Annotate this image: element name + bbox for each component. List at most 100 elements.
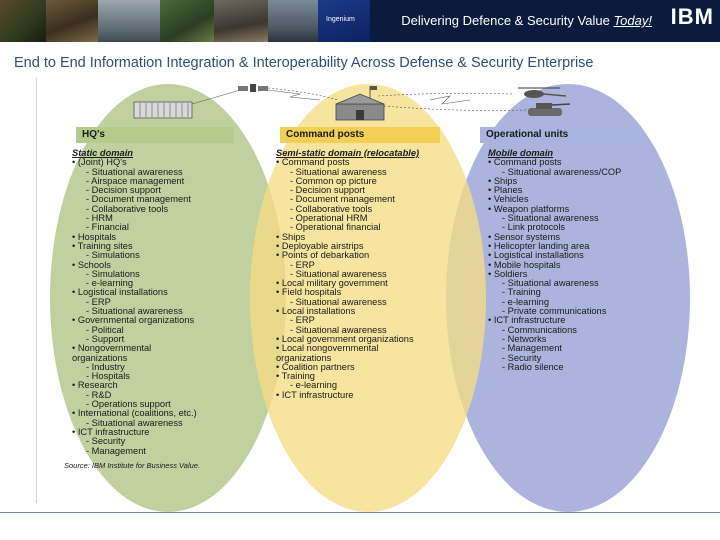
page-title: End to End Information Integration & Int… xyxy=(14,55,594,71)
operational-domain-title: Mobile domain xyxy=(488,148,554,158)
list-item: - Situational awareness xyxy=(86,306,183,317)
list-item: • Command posts xyxy=(488,157,562,168)
command-domain-title: Semi-static domain (relocatable) xyxy=(276,148,420,158)
list-item: - Simulations xyxy=(86,250,140,261)
list-item: - Management xyxy=(86,445,146,456)
list-item: • Planes xyxy=(488,185,523,196)
banner-tagline-emphasis: Today! xyxy=(613,13,652,28)
banner-photo-aircraft xyxy=(268,0,318,42)
command-posts-header: Command posts xyxy=(280,127,440,143)
operational-column: Mobile domain • Command posts- Situation… xyxy=(488,148,622,372)
list-item: • Research xyxy=(72,380,118,391)
list-item: • Sensor systems xyxy=(488,231,560,242)
list-item: • (Joint) HQ's xyxy=(72,157,127,168)
list-item: • Coalition partners xyxy=(276,361,355,372)
tank-icon xyxy=(528,103,571,116)
list-item: • Hospitals xyxy=(72,231,117,242)
list-item: • Field hospitals xyxy=(276,287,342,298)
banner-tagline-text: Delivering Defence & Security Value xyxy=(401,13,614,28)
list-item: • International (coalitions, etc.) xyxy=(72,408,197,419)
list-item: - Management xyxy=(502,343,562,354)
list-item: - Operational financial xyxy=(290,222,381,233)
list-item: - Common op picture xyxy=(290,175,377,186)
list-item: - Simulations xyxy=(86,268,140,279)
list-item: • Ships xyxy=(488,175,518,186)
list-item: • Points of debarkation xyxy=(276,250,370,261)
list-item: - Security xyxy=(502,352,542,363)
list-item: - Situational awareness/COP xyxy=(502,166,622,177)
list-item: - Security xyxy=(86,436,126,447)
list-item: - Situational awareness xyxy=(502,278,599,289)
list-item: - e-learning xyxy=(86,278,134,289)
list-item: - ERP xyxy=(290,259,315,270)
list-item: - Training xyxy=(502,287,541,298)
list-item: • Mobile hospitals xyxy=(488,259,561,270)
list-item: - Collaborative tools xyxy=(290,203,373,214)
banner-photo-soldiers xyxy=(46,0,98,42)
list-item: - Communications xyxy=(502,324,577,335)
list-item: • ICT infrastructure xyxy=(276,389,354,400)
banner-photo-soldier xyxy=(0,0,46,42)
list-item: • Helicopter landing area xyxy=(488,240,590,251)
list-item: • Command posts xyxy=(276,157,350,168)
list-item: • Local government organizations xyxy=(276,333,414,344)
list-item: - Private communications xyxy=(502,306,607,317)
list-item: • Ships xyxy=(276,231,306,242)
list-item: • Local installations xyxy=(276,306,356,317)
list-item: • Logistical installations xyxy=(488,250,584,261)
list-item: • Nongovernmental xyxy=(72,343,152,354)
list-item: • Soldiers xyxy=(488,268,528,279)
operational-ellipse xyxy=(446,84,690,512)
banner-photo-jet xyxy=(98,0,160,42)
list-item: - e-learning xyxy=(502,296,550,307)
list-item: organizations xyxy=(276,352,332,363)
hq-list: • (Joint) HQ's- Situational awareness- A… xyxy=(72,157,197,456)
list-item: • Local military government xyxy=(276,278,388,289)
list-item: - Airspace management xyxy=(86,175,185,186)
source-note: Source: IBM Institute for Business Value… xyxy=(64,461,201,470)
hq-column: Static domain • (Joint) HQ's- Situationa… xyxy=(72,148,197,456)
banner-tagline: Delivering Defence & Security Value Toda… xyxy=(401,13,652,28)
list-item: • Training sites xyxy=(72,240,133,251)
list-item: - Situational awareness xyxy=(86,417,183,428)
list-item: - Decision support xyxy=(86,185,161,196)
list-item: - R&D xyxy=(86,389,112,400)
list-item: • Governmental organizations xyxy=(72,315,195,326)
banner-photo-ship xyxy=(214,0,268,42)
hq-ellipse xyxy=(50,84,286,512)
list-item: - Situational awareness xyxy=(290,324,387,335)
list-item: - Hospitals xyxy=(86,371,130,382)
left-rule xyxy=(36,78,37,503)
list-item: - Operations support xyxy=(86,399,171,410)
operational-units-header: Operational units xyxy=(480,127,640,143)
header-banner: Ingenium Delivering Defence & Security V… xyxy=(0,0,720,42)
list-item: - Link protocols xyxy=(502,222,566,233)
list-item: - Support xyxy=(86,333,125,344)
list-item: - Situational awareness xyxy=(290,166,387,177)
list-item: - Industry xyxy=(86,361,125,372)
list-item: • Training xyxy=(276,371,315,382)
command-post-icon xyxy=(335,86,385,121)
list-item: - Situational awareness xyxy=(86,166,183,177)
list-item: • Logistical installations xyxy=(72,287,168,298)
list-item: - ERP xyxy=(86,296,111,307)
list-item: • Schools xyxy=(72,259,111,270)
hq-header: HQ's xyxy=(76,127,234,143)
list-item: - Collaborative tools xyxy=(86,203,169,214)
list-item: • ICT infrastructure xyxy=(72,426,150,437)
operational-list: • Command posts- Situational awareness/C… xyxy=(488,157,622,372)
banner-badge-text: Ingenium xyxy=(326,16,355,23)
list-item: - Operational HRM xyxy=(290,213,368,224)
banner-photo-badge: Ingenium xyxy=(318,0,370,42)
satellite-icon xyxy=(238,84,268,92)
list-item: - Document management xyxy=(290,194,395,205)
list-item: - Situational awareness xyxy=(290,268,387,279)
ibm-logo: IBM xyxy=(670,4,714,29)
list-item: - HRM xyxy=(86,213,113,224)
list-item: - Financial xyxy=(86,222,129,233)
command-list: • Command posts- Situational awareness- … xyxy=(276,157,419,400)
list-item: organizations xyxy=(72,352,128,363)
list-item: - Radio silence xyxy=(502,361,564,372)
list-item: - Document management xyxy=(86,194,191,205)
